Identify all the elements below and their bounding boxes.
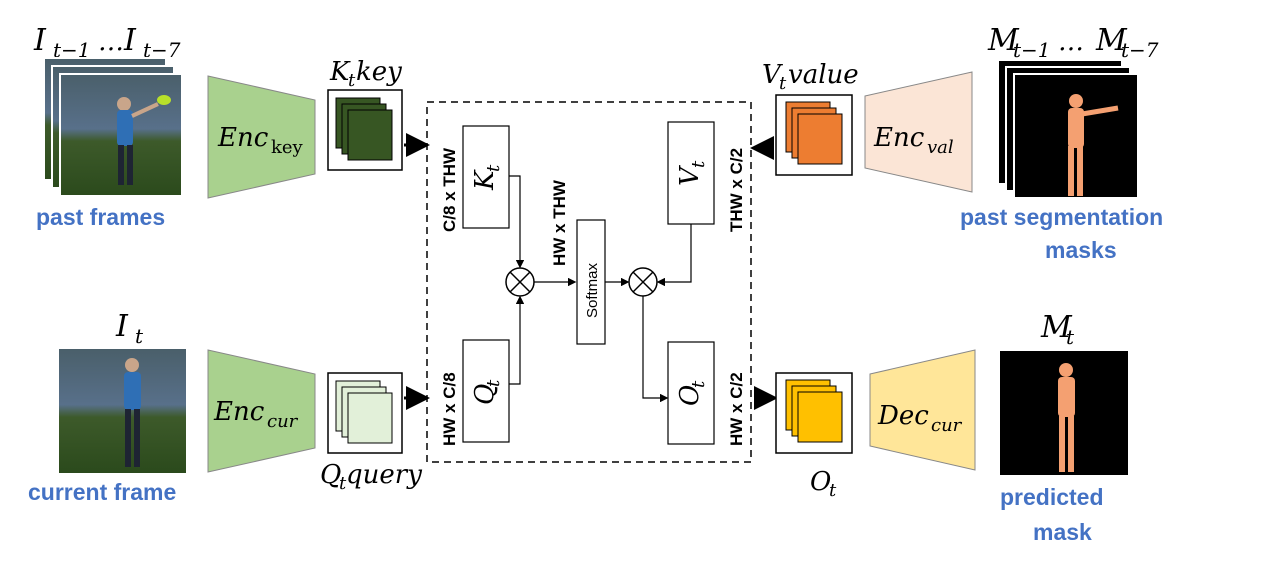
svg-text:…: … [1058, 27, 1084, 57]
key-feature-stack [327, 89, 403, 171]
svg-text:I: I [33, 23, 47, 58]
value-label: V t value [762, 60, 859, 94]
predicted-caption-line1: predicted [1000, 484, 1104, 510]
frisbee-player-figure [117, 95, 171, 185]
current-frame-image [59, 349, 186, 473]
past-frames-stack [43, 57, 183, 197]
svg-text:val: val [927, 137, 954, 158]
attention-dims: HW x THW [550, 179, 569, 266]
qt-box: Q t [462, 339, 510, 443]
svg-text:t: t [339, 473, 347, 494]
svg-text:M: M [1095, 23, 1128, 58]
svg-text:M: M [987, 23, 1020, 58]
mt-label: M t [1040, 310, 1075, 349]
value-feature-stack [775, 94, 853, 176]
svg-text:t: t [483, 379, 504, 387]
svg-text:I: I [115, 309, 129, 344]
output-feature-stack [775, 372, 853, 454]
svg-text:t: t [688, 160, 709, 168]
matmul-2-icon [628, 267, 658, 297]
svg-text:t: t [483, 164, 504, 172]
current-frame-caption: current frame [28, 479, 176, 505]
key-label: K t key [329, 57, 402, 91]
svg-text:O: O [675, 385, 705, 406]
svg-text:t−1: t−1 [1013, 38, 1051, 62]
predicted-mask-image [1000, 351, 1128, 475]
svg-text:K: K [329, 57, 351, 87]
svg-text:Q: Q [470, 384, 500, 405]
softmax-box: Softmax [576, 219, 606, 345]
svg-text:Enc: Enc [873, 123, 925, 153]
svg-text:Dec: Dec [877, 401, 929, 431]
svg-text:query: query [346, 460, 422, 490]
past-frames-label: I t−1 … I t−7 [33, 23, 181, 62]
ot-label: O t [810, 467, 837, 501]
past-frames-caption: past frames [36, 204, 165, 230]
svg-text:cur: cur [267, 411, 299, 432]
svg-text:I: I [123, 23, 137, 58]
svg-text:K: K [470, 169, 500, 191]
svg-text:Q: Q [320, 460, 341, 490]
vt-dims: THW x C/2 [727, 148, 746, 232]
mask-silhouette [1068, 94, 1119, 196]
svg-text:O: O [810, 467, 831, 497]
svg-text:t: t [135, 324, 144, 348]
past-masks-caption-line1: past segmentation [960, 204, 1163, 230]
current-frame-label: I t [115, 309, 144, 348]
svg-text:key: key [271, 137, 304, 158]
dec-cur-block: Dec cur [869, 349, 976, 471]
predicted-caption-line2: mask [1033, 519, 1092, 545]
svg-text:V: V [675, 165, 705, 186]
qt-dims: HW x C/8 [440, 372, 459, 446]
kt-box: K t [462, 125, 510, 229]
svg-text:Enc: Enc [217, 123, 269, 153]
svg-text:V: V [762, 60, 783, 90]
enc-key-block: Enc key [207, 75, 316, 199]
query-label: Q t query [320, 460, 422, 494]
memory-module-border [426, 101, 752, 463]
query-feature-stack [327, 372, 403, 454]
svg-text:key: key [356, 57, 402, 87]
svg-text:t: t [829, 480, 837, 501]
svg-text:t: t [348, 70, 356, 91]
vt-box: V t [667, 121, 715, 225]
svg-text:Softmax: Softmax [584, 262, 601, 318]
svg-text:…: … [98, 27, 124, 57]
svg-text:t: t [688, 380, 709, 388]
svg-text:t: t [1066, 325, 1075, 349]
matmul-1-icon [505, 267, 535, 297]
past-masks-caption-line2: masks [1045, 237, 1117, 263]
ot-dims: HW x C/2 [727, 372, 746, 446]
kt-dims: C/8 x THW [440, 147, 459, 232]
past-masks-stack [997, 59, 1139, 199]
svg-text:M: M [1040, 310, 1073, 345]
enc-val-block: Enc val [864, 71, 973, 193]
svg-text:t: t [779, 73, 787, 94]
svg-text:value: value [788, 60, 859, 90]
svg-text:t−7: t−7 [1121, 38, 1159, 62]
past-masks-label: M t−1 … M t−7 [987, 23, 1159, 62]
svg-text:Enc: Enc [213, 397, 265, 427]
svg-text:cur: cur [931, 415, 963, 436]
enc-cur-block: Enc cur [207, 349, 316, 473]
ot-box: O t [667, 341, 715, 445]
